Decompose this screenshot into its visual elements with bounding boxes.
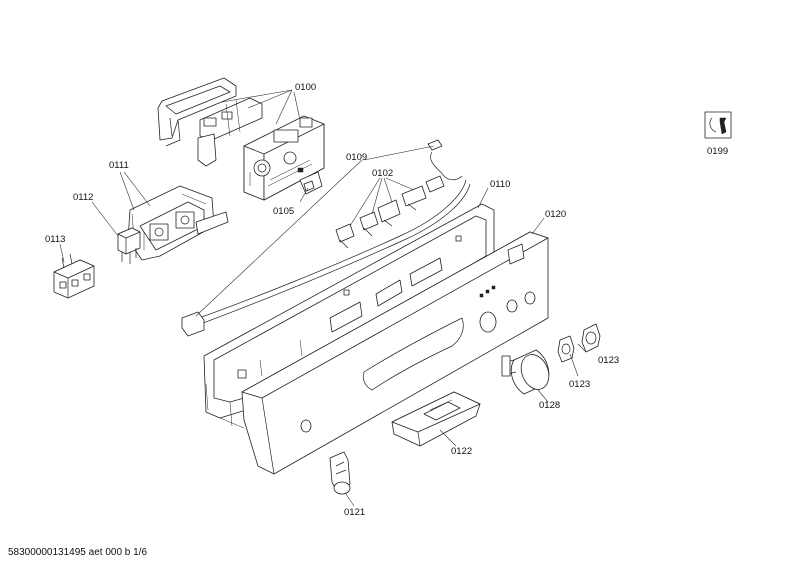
label-0120: 0120 [545,209,566,220]
label-0122: 0122 [451,446,472,457]
drawing-reference-footer: 58300000131495 aet 000 b 1/6 [8,547,148,558]
label-0102: 0102 [372,168,393,179]
label-0121: 0121 [344,507,365,518]
part-0102-connectors[interactable] [335,175,445,249]
part-0128-knob[interactable] [501,349,554,395]
wrench-service-icon [704,111,732,139]
part-0113-terminal-block[interactable] [53,253,95,299]
part-0123-button-b[interactable] [581,323,601,353]
label-0105: 0105 [273,206,294,217]
label-0110: 0110 [490,179,510,190]
label-0113: 0113 [45,234,65,245]
leader-lines [59,89,587,507]
part-0109-harness[interactable] [181,139,471,337]
part-labels: 0100 0111 0112 0113 0105 0109 0102 0110 … [45,82,728,518]
label-0123-a: 0123 [598,355,619,366]
label-0109: 0109 [346,152,367,163]
label-0111: 0111 [109,160,129,171]
part-0123-button-a[interactable] [557,335,575,363]
label-0199: 0199 [707,146,728,157]
part-0100-module[interactable] [157,77,325,201]
label-0112: 0112 [73,192,93,203]
label-0128: 0128 [539,400,560,411]
part-0121-latch[interactable] [329,451,351,495]
part-0112-relay[interactable] [117,227,141,264]
label-0100: 0100 [295,82,316,93]
label-0123-b: 0123 [569,379,590,390]
part-0122-lever[interactable] [391,391,481,447]
